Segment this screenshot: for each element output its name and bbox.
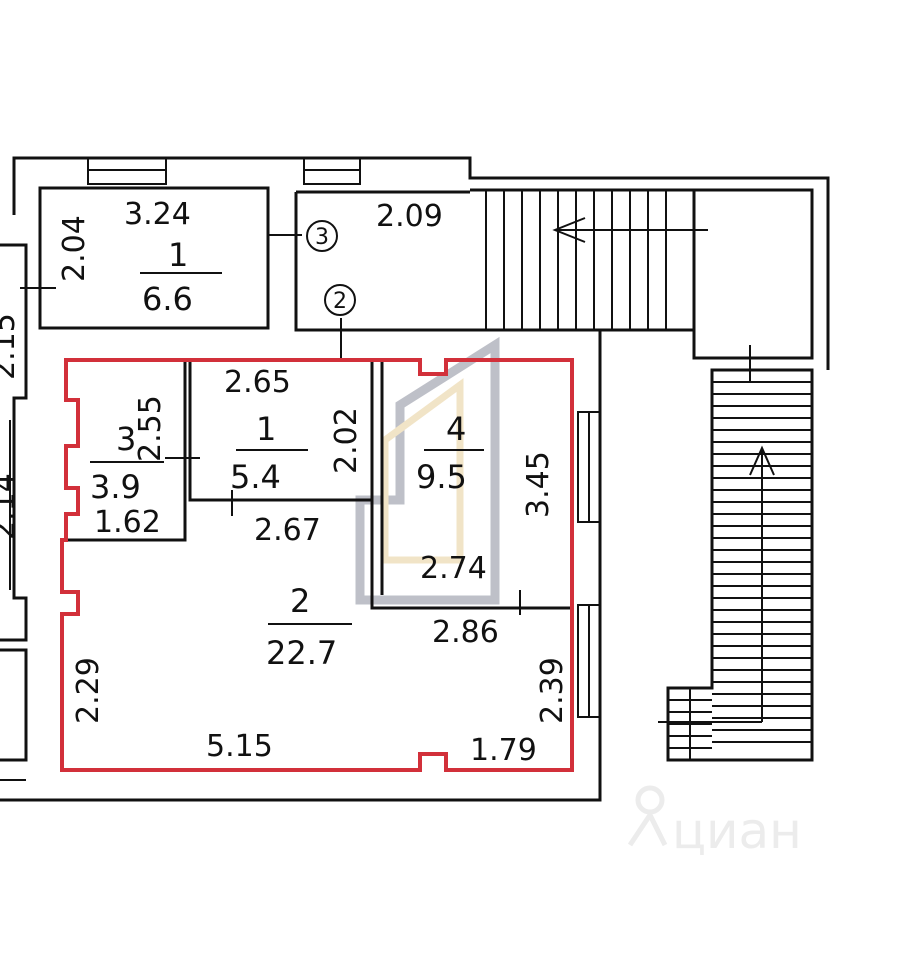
room-top-number: 1 (168, 236, 188, 274)
room-3-height: 2.55 (133, 395, 168, 462)
staircase-right (666, 345, 814, 762)
room-4-width: 2.74 (420, 551, 487, 586)
room-3-area: 3.9 (90, 468, 141, 506)
svg-text:3: 3 (315, 225, 329, 250)
room-4-area: 9.5 (416, 458, 467, 496)
room-small-height: 2.02 (329, 407, 364, 474)
room-3-width: 1.62 (94, 505, 161, 540)
room-2-area: 22.7 (266, 634, 337, 672)
stairs-right-arrow (658, 445, 775, 723)
stairs-top-arrow (552, 217, 708, 243)
room-2-left-height: 2.29 (71, 657, 106, 724)
apartment-highlight (60, 358, 574, 772)
room-small-width: 2.65 (224, 365, 291, 400)
room-top-height: 2.04 (57, 215, 92, 282)
room-3-number: 3 (116, 420, 136, 458)
room-small-number: 1 (256, 410, 276, 448)
room-small-area: 5.4 (230, 458, 281, 496)
watermark-logo (355, 336, 500, 605)
marker-2: 2 (324, 284, 356, 316)
marker-3: 3 (306, 220, 338, 252)
left-dim-top: 2.15 (0, 313, 22, 380)
room-4-number: 4 (446, 410, 466, 448)
room-4-bottom: 2.86 (432, 615, 499, 650)
room-2-width: 5.15 (206, 729, 273, 764)
room-top-width: 3.24 (124, 197, 191, 232)
room-top-area: 6.6 (142, 280, 193, 318)
corridor-outline (294, 190, 600, 360)
room-4-height: 3.45 (521, 451, 556, 518)
room-2-right-width: 1.79 (470, 733, 537, 768)
corridor-width: 2.09 (376, 199, 443, 234)
watermark-icon (627, 785, 668, 847)
watermark-text: циан (672, 802, 802, 860)
room-small-bottom: 2.67 (254, 513, 321, 548)
staircase-top (470, 188, 814, 360)
room-2-right-height: 2.39 (535, 657, 570, 724)
room-2-number: 2 (290, 582, 310, 620)
left-dim-middle: 2.14 (0, 473, 22, 540)
interior-walls (66, 362, 601, 718)
svg-text:2: 2 (333, 289, 347, 314)
